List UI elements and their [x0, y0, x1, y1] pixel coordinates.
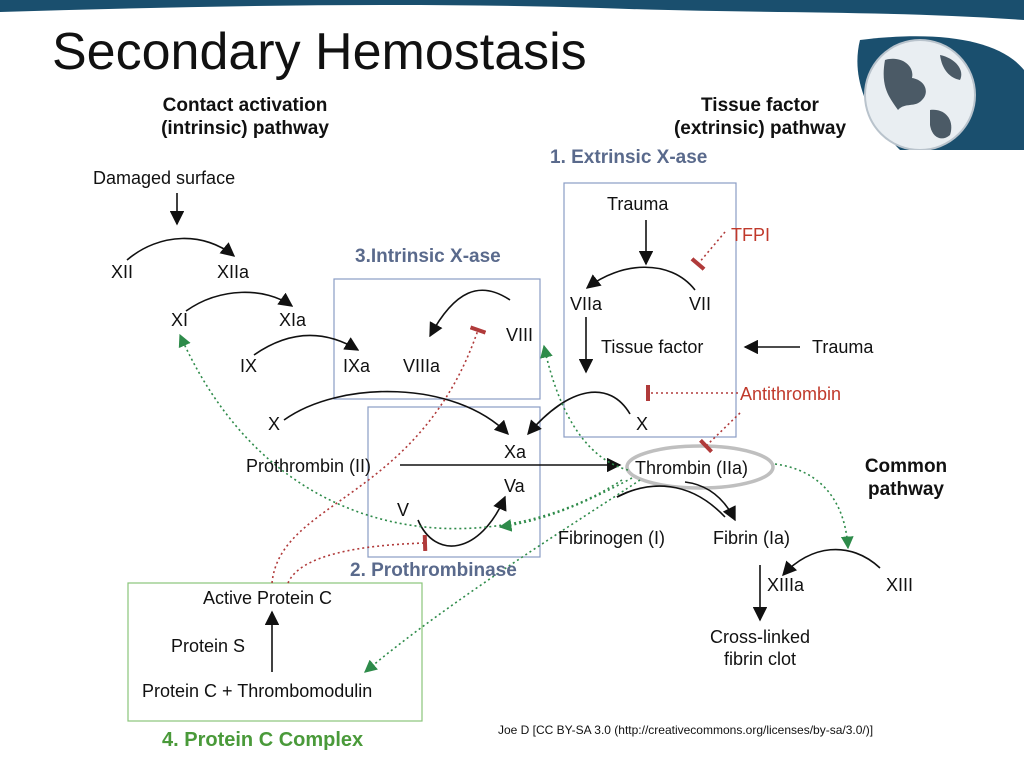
- extrinsic-header-text: Tissue factor (extrinsic) pathway: [673, 95, 847, 139]
- factor-xiia-node: XIIa: [217, 262, 250, 282]
- thrombin-node: Thrombin (IIa): [635, 458, 749, 478]
- tfpi-node: TFPI: [731, 225, 770, 245]
- factor-xiii-node: XIII: [886, 575, 914, 595]
- factor-xi-node: XI: [171, 310, 189, 330]
- protein-c-complex-label: 4. Protein C Complex: [162, 729, 364, 751]
- factor-ixa-node: IXa: [343, 356, 371, 376]
- trauma-right-node: Trauma: [812, 337, 874, 357]
- common-pathway-header: Common pathway: [850, 455, 962, 501]
- fibrinogen-node: Fibrinogen (I): [558, 528, 666, 548]
- intrinsic-header-text: Contact activation (intrinsic) pathway: [161, 95, 329, 139]
- prothrombinase-box: [367, 406, 541, 558]
- factor-viia-node: VIIa: [570, 294, 603, 314]
- factor-viii-node: VIII: [506, 325, 534, 345]
- prothrombin-node: Prothrombin (II): [246, 456, 372, 476]
- page-title: Secondary Hemostasis: [52, 23, 587, 81]
- damaged-surface-node: Damaged surface: [93, 168, 236, 188]
- factor-ix-node: IX: [240, 356, 258, 376]
- fibrin-node: Fibrin (Ia): [713, 528, 791, 548]
- factor-xiiia-node: XIIIa: [767, 575, 805, 595]
- extrinsic-pathway-header: Tissue factor (extrinsic) pathway: [652, 94, 868, 140]
- common-header-text: Common pathway: [864, 456, 948, 500]
- factor-xa-node: Xa: [504, 442, 527, 462]
- intrinsic-pathway-header: Contact activation (intrinsic) pathway: [140, 94, 350, 140]
- image-credit: Joe D [CC BY-SA 3.0 (http://creativecomm…: [498, 723, 874, 737]
- globe-icon: [864, 39, 976, 150]
- protein-c-complex-box: [127, 582, 423, 722]
- header-banner: [0, 0, 1024, 150]
- protein-s-node: Protein S: [171, 636, 246, 656]
- extrinsic-xase-box: [563, 182, 737, 438]
- factor-va-node: Va: [504, 476, 525, 496]
- antithrombin-node: Antithrombin: [740, 384, 842, 404]
- tissue-factor-node: Tissue factor: [601, 337, 704, 357]
- protein-c-thrombomodulin-node: Protein C + Thrombomodulin: [142, 681, 373, 701]
- factor-v-node: V: [397, 500, 410, 520]
- factor-viiia-node: VIIIa: [403, 356, 441, 376]
- factor-xii-node: XII: [111, 262, 134, 282]
- intrinsic-xase-label: 3.Intrinsic X-ase: [355, 246, 501, 267]
- cross-linked-clot-node: Cross-linked fibrin clot: [709, 627, 811, 669]
- factor-x-left-node: X: [268, 414, 281, 434]
- factor-x-right-node: X: [636, 414, 649, 434]
- active-protein-c-node: Active Protein C: [203, 588, 333, 608]
- factor-vii-node: VII: [689, 294, 712, 314]
- prothrombinase-label: 2. Prothrombinase: [350, 560, 517, 581]
- extrinsic-xase-label: 1. Extrinsic X-ase: [550, 147, 708, 168]
- trauma-top-node: Trauma: [607, 194, 669, 214]
- factor-xia-node: XIa: [279, 310, 307, 330]
